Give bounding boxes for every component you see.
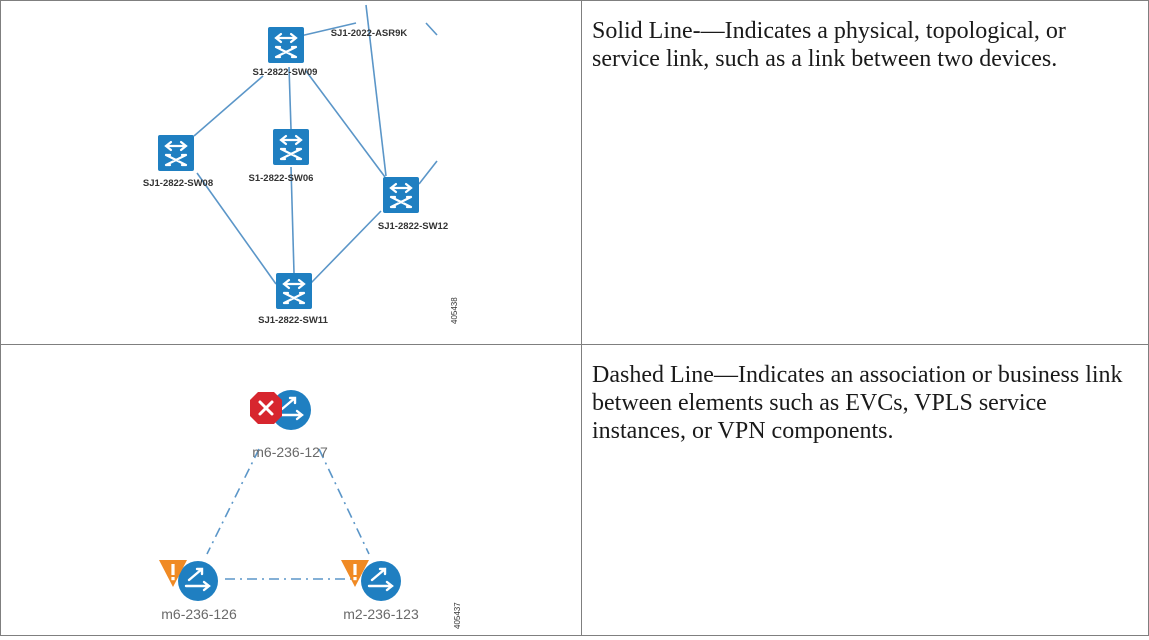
switch-icon	[158, 135, 194, 171]
node-label: S1-2822-SW06	[249, 173, 314, 184]
link-line	[206, 448, 260, 555]
warning-icon	[341, 560, 369, 587]
solid-line-topology-figure: SJ1-2022-ASR9K S1-2822-SW09 SJ1-2822-SW0…	[143, 4, 459, 326]
link-line	[318, 448, 370, 555]
node-label: SJ1-2822-SW08	[143, 178, 213, 189]
figure-id: 405438	[450, 297, 459, 324]
table-row: SJ1-2022-ASR9K S1-2822-SW09 SJ1-2822-SW0…	[0, 0, 1149, 345]
dashed-line-figure-cell: m6-236-127 m6-236-126 m2-236-123 405437	[0, 344, 582, 636]
table-row: m6-236-127 m6-236-126 m2-236-123 405437 …	[0, 344, 1149, 636]
switch-icon	[383, 177, 419, 213]
solid-line-description: Solid Line-—Indicates a physical, topolo…	[592, 18, 1066, 72]
link-line	[193, 75, 264, 137]
solid-links	[193, 4, 438, 285]
router-icon	[178, 561, 218, 601]
dashed-line-topology-figure: m6-236-127 m6-236-126 m2-236-123 405437	[159, 390, 462, 629]
node-label: m6-236-127	[252, 444, 328, 460]
node-label: SJ1-2822-SW12	[378, 221, 448, 232]
figure-id: 405437	[453, 602, 462, 629]
link-line	[418, 160, 438, 185]
link-line	[365, 4, 387, 177]
link-line	[310, 210, 382, 284]
solid-line-figure-cell: SJ1-2022-ASR9K S1-2822-SW09 SJ1-2822-SW0…	[0, 0, 582, 345]
switch-icon	[268, 27, 304, 63]
dashed-line-description-cell: Dashed Line—Indicates an association or …	[581, 344, 1149, 636]
node-label: SJ1-2022-ASR9K	[331, 28, 408, 39]
link-line	[305, 70, 386, 178]
switch-icon	[273, 129, 309, 165]
node-label: SJ1-2822-SW11	[258, 315, 328, 326]
node-label: m2-236-123	[343, 606, 419, 622]
solid-line-description-cell: Solid Line-—Indicates a physical, topolo…	[581, 0, 1149, 345]
link-line	[288, 66, 292, 130]
switch-icon	[276, 273, 312, 309]
dashed-line-description: Dashed Line—Indicates an association or …	[592, 362, 1123, 444]
node-label: S1-2822-SW09	[253, 67, 318, 78]
link-line	[425, 22, 438, 36]
warning-icon	[159, 560, 187, 587]
link-line	[290, 166, 295, 274]
link-line	[295, 22, 357, 38]
dashed-links	[206, 448, 370, 580]
error-icon	[250, 392, 282, 424]
node-label: m6-236-126	[161, 606, 237, 622]
router-icon	[361, 561, 401, 601]
link-line	[196, 172, 277, 285]
